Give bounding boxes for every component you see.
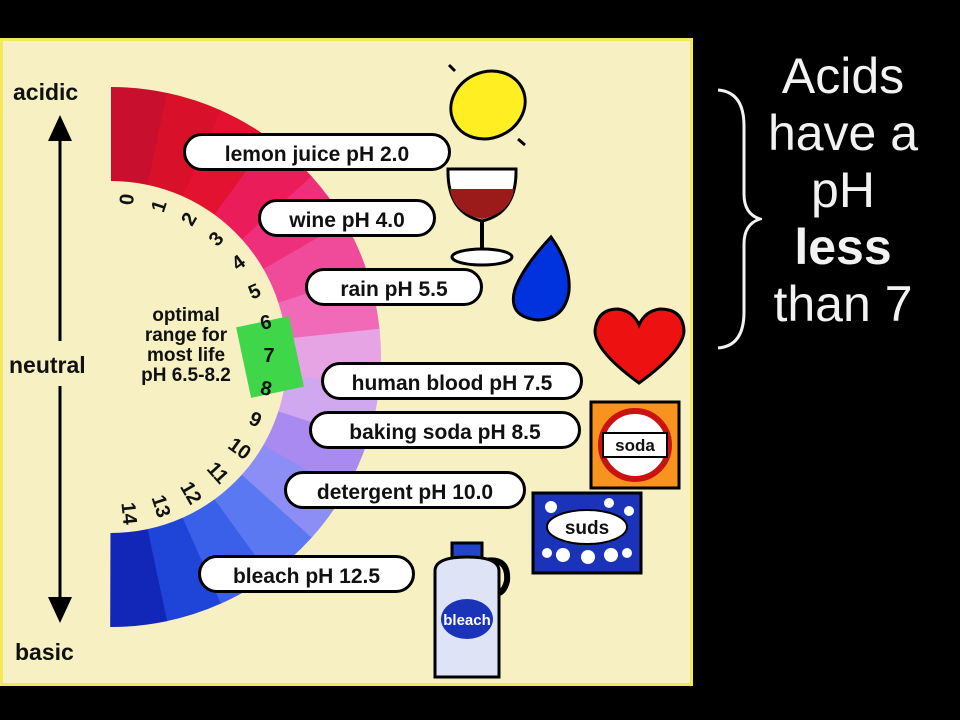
example-detergent: detergent pH 10.0 bbox=[284, 471, 526, 509]
ph-arc-segment bbox=[263, 222, 369, 304]
bleach-label: bleach bbox=[443, 612, 491, 629]
acids-statement: Acids have a pH less than 7 bbox=[748, 48, 938, 333]
acidic-arrow-head bbox=[48, 115, 72, 141]
basic-label: basic bbox=[15, 639, 74, 665]
soda-box-icon: soda bbox=[589, 400, 681, 490]
soda-label: soda bbox=[615, 436, 655, 455]
example-baking-soda: baking soda pH 8.5 bbox=[309, 411, 581, 449]
acidic-label: acidic bbox=[13, 79, 79, 105]
ph-arc-segment bbox=[111, 87, 168, 185]
example-wine: wine pH 4.0 bbox=[258, 199, 436, 237]
suds-box-icon: suds bbox=[531, 491, 643, 575]
statement-line-5: than 7 bbox=[773, 276, 913, 332]
example-bleach: bleach pH 12.5 bbox=[198, 555, 415, 593]
example-human-blood: human blood pH 7.5 bbox=[321, 362, 583, 400]
statement-line-4: less bbox=[794, 219, 892, 275]
basic-arrow-head bbox=[48, 597, 72, 623]
bleach-jug-icon: bleach bbox=[433, 541, 511, 679]
statement-line-2: have a bbox=[767, 105, 919, 161]
example-rain: rain pH 5.5 bbox=[305, 268, 483, 306]
example-lemon-juice: lemon juice pH 2.0 bbox=[183, 133, 451, 171]
ph-arc-segment bbox=[147, 517, 221, 622]
brace-icon bbox=[717, 88, 762, 350]
statement-line-3: pH bbox=[811, 162, 875, 218]
ph-scale-number: 0 bbox=[115, 192, 139, 206]
raindrop-icon bbox=[511, 234, 571, 322]
optimal-range-highlight bbox=[236, 316, 304, 398]
ph-arc-segment bbox=[214, 474, 312, 576]
ph-scale-panel: soda suds bleach acidic neutral basic 0 1… bbox=[0, 38, 693, 686]
optimal-range-label: optimal range for most life pH 6.5-8.2 bbox=[141, 305, 231, 386]
heart-icon bbox=[593, 307, 686, 385]
wine-glass-icon bbox=[446, 167, 518, 267]
ph-arc-segment bbox=[110, 529, 168, 627]
ph-scale-number: 7 bbox=[263, 345, 275, 367]
arc-inner-area bbox=[111, 182, 286, 532]
ph-scale-number: 14 bbox=[115, 501, 141, 526]
neutral-label: neutral bbox=[9, 352, 86, 378]
suds-label: suds bbox=[565, 518, 609, 539]
lemon-icon bbox=[447, 63, 527, 147]
statement-line-1: Acids bbox=[781, 48, 905, 104]
